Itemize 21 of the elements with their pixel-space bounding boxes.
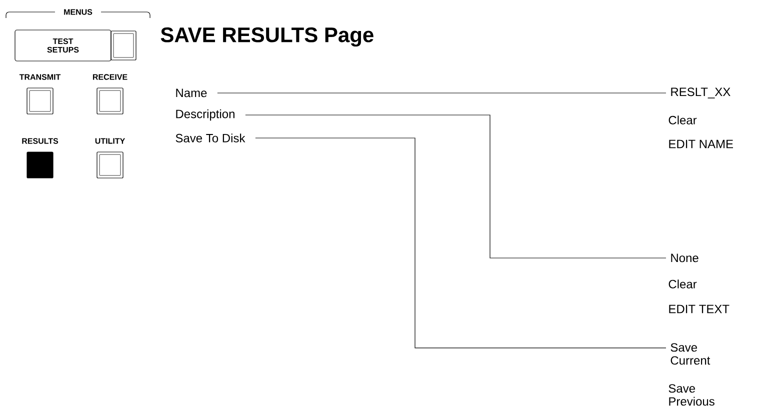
leader-line — [255, 138, 666, 348]
menu-option: Save Current — [670, 343, 710, 365]
menu-option: RESLT_XX — [671, 88, 730, 98]
menu-option: EDIT NAME — [669, 140, 733, 148]
menu-option: None — [671, 254, 698, 262]
field-label: Name — [176, 88, 207, 98]
menu-option: EDIT TEXT — [669, 304, 730, 314]
field-label: Save To Disk — [176, 134, 246, 142]
button-label: UTILITY — [94, 137, 126, 145]
menu-option: Save Previous — [668, 384, 714, 406]
menu-button: TEST SETUPS — [14, 30, 112, 62]
menu-heading: MENUS — [62, 8, 94, 16]
menu-option: Clear — [668, 116, 697, 124]
leader-line — [245, 114, 666, 258]
button-label: TRANSMIT — [18, 73, 62, 81]
leader-line — [217, 92, 666, 94]
menu-option: Clear — [668, 280, 697, 288]
button-label: RESULTS — [20, 137, 60, 145]
button-label: RECEIVE — [91, 73, 129, 81]
title: SAVE RESULTS Page — [160, 27, 374, 47]
field-label: Description — [176, 109, 234, 121]
